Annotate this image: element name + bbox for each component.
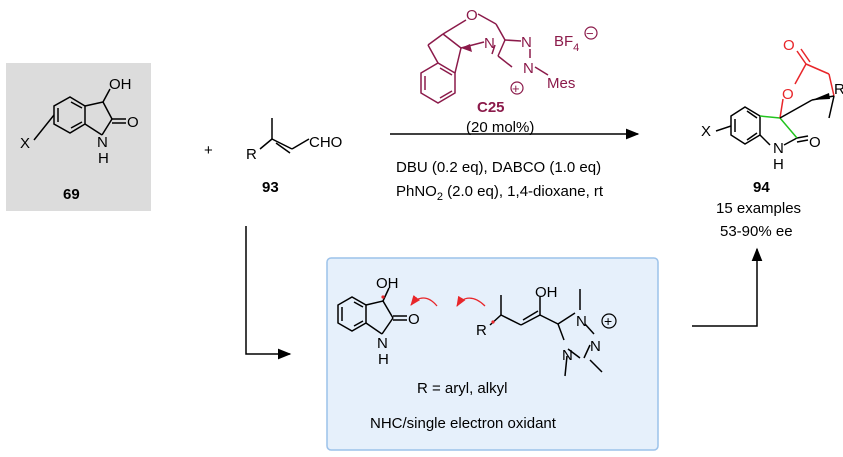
product-ring-o: O xyxy=(782,86,794,103)
enal-93-structure xyxy=(259,118,310,154)
catalyst-plus-charge: + xyxy=(512,81,520,96)
catalyst-loading: (20 mol%) xyxy=(466,119,534,136)
catalyst-mes: Mes xyxy=(547,75,575,92)
oxindole-carbonyl-o: O xyxy=(127,114,139,131)
intermediate-oh-right: OH xyxy=(535,284,558,301)
catalyst-n2: N xyxy=(521,34,532,51)
intermediate-caption: NHC/single electron oxidant xyxy=(370,415,557,432)
oxindole-h: H xyxy=(98,150,109,167)
intermediate-n-left: N xyxy=(377,335,388,352)
radical-dot-oxindole xyxy=(381,295,385,299)
product-x: X xyxy=(701,123,711,140)
oxindole-box xyxy=(6,63,151,211)
catalyst-minus-charge: − xyxy=(586,26,594,41)
compound-label-94: 94 xyxy=(753,179,770,196)
intermediate-r-definition: R = aryl, alkyl xyxy=(417,380,507,397)
catalyst-c25-structure xyxy=(420,13,549,104)
radical-coupling-arrow-right xyxy=(456,295,486,307)
intermediate-box xyxy=(326,257,659,451)
product-ee: 53-90% ee xyxy=(720,223,793,240)
conditions-line-1: DBU (0.2 eq), DABCO (1.0 eq) xyxy=(396,159,601,176)
product-94-structure xyxy=(715,48,835,146)
catalyst-label: C25 xyxy=(477,99,505,116)
intermediate-r: R xyxy=(476,322,487,339)
catalyst-ring-o: O xyxy=(466,7,478,24)
catalyst-wedge-bond xyxy=(461,44,472,52)
product-wedge-bond xyxy=(812,93,830,100)
up-arrow-to-product xyxy=(692,247,763,327)
product-examples: 15 examples xyxy=(716,200,801,217)
intermediate-plus-charge-circle xyxy=(601,313,617,329)
oxindole-69-structure xyxy=(33,88,126,141)
catalyst-n1: N xyxy=(484,35,495,52)
catalyst-minus-charge-circle xyxy=(584,26,598,40)
intermediate-o-left: O xyxy=(408,311,420,328)
catalyst-anion-bf: BF4 xyxy=(554,33,579,54)
product-amide-o: O xyxy=(809,134,821,151)
plus-sign: + xyxy=(204,142,213,159)
intermediate-triazole-n-c: N xyxy=(562,347,573,364)
intermediate-triazole-n-a: N xyxy=(576,313,587,330)
catalyst-plus-charge-circle xyxy=(510,81,524,95)
intermediate-plus-charge: + xyxy=(604,313,612,329)
radical-coupling-arrow-left xyxy=(410,295,438,307)
conditions-line-2: PhNO2 (2.0 eq), 1,4-dioxane, rt xyxy=(396,183,604,203)
product-lactone-carbonyl-o: O xyxy=(783,37,795,54)
product-h: H xyxy=(773,156,784,173)
enal-r: R xyxy=(246,146,257,163)
radical-dot-breslow xyxy=(491,320,495,324)
compound-label-69: 69 xyxy=(63,186,80,203)
intermediate-h-left: H xyxy=(378,351,389,368)
intermediate-structures xyxy=(337,287,603,377)
down-arrow-to-intermediate xyxy=(245,226,292,360)
catalyst-n3: N xyxy=(523,60,534,77)
oxindole-substituent-x: X xyxy=(20,135,30,152)
product-n: N xyxy=(773,140,784,157)
compound-label-93: 93 xyxy=(262,179,279,196)
oxindole-oh: OH xyxy=(109,76,132,93)
intermediate-oh-left: OH xyxy=(376,275,399,292)
product-r: R xyxy=(834,81,843,98)
enal-cho: CHO xyxy=(309,134,342,151)
intermediate-triazole-n-b: N xyxy=(590,338,601,355)
oxindole-n: N xyxy=(97,134,108,151)
